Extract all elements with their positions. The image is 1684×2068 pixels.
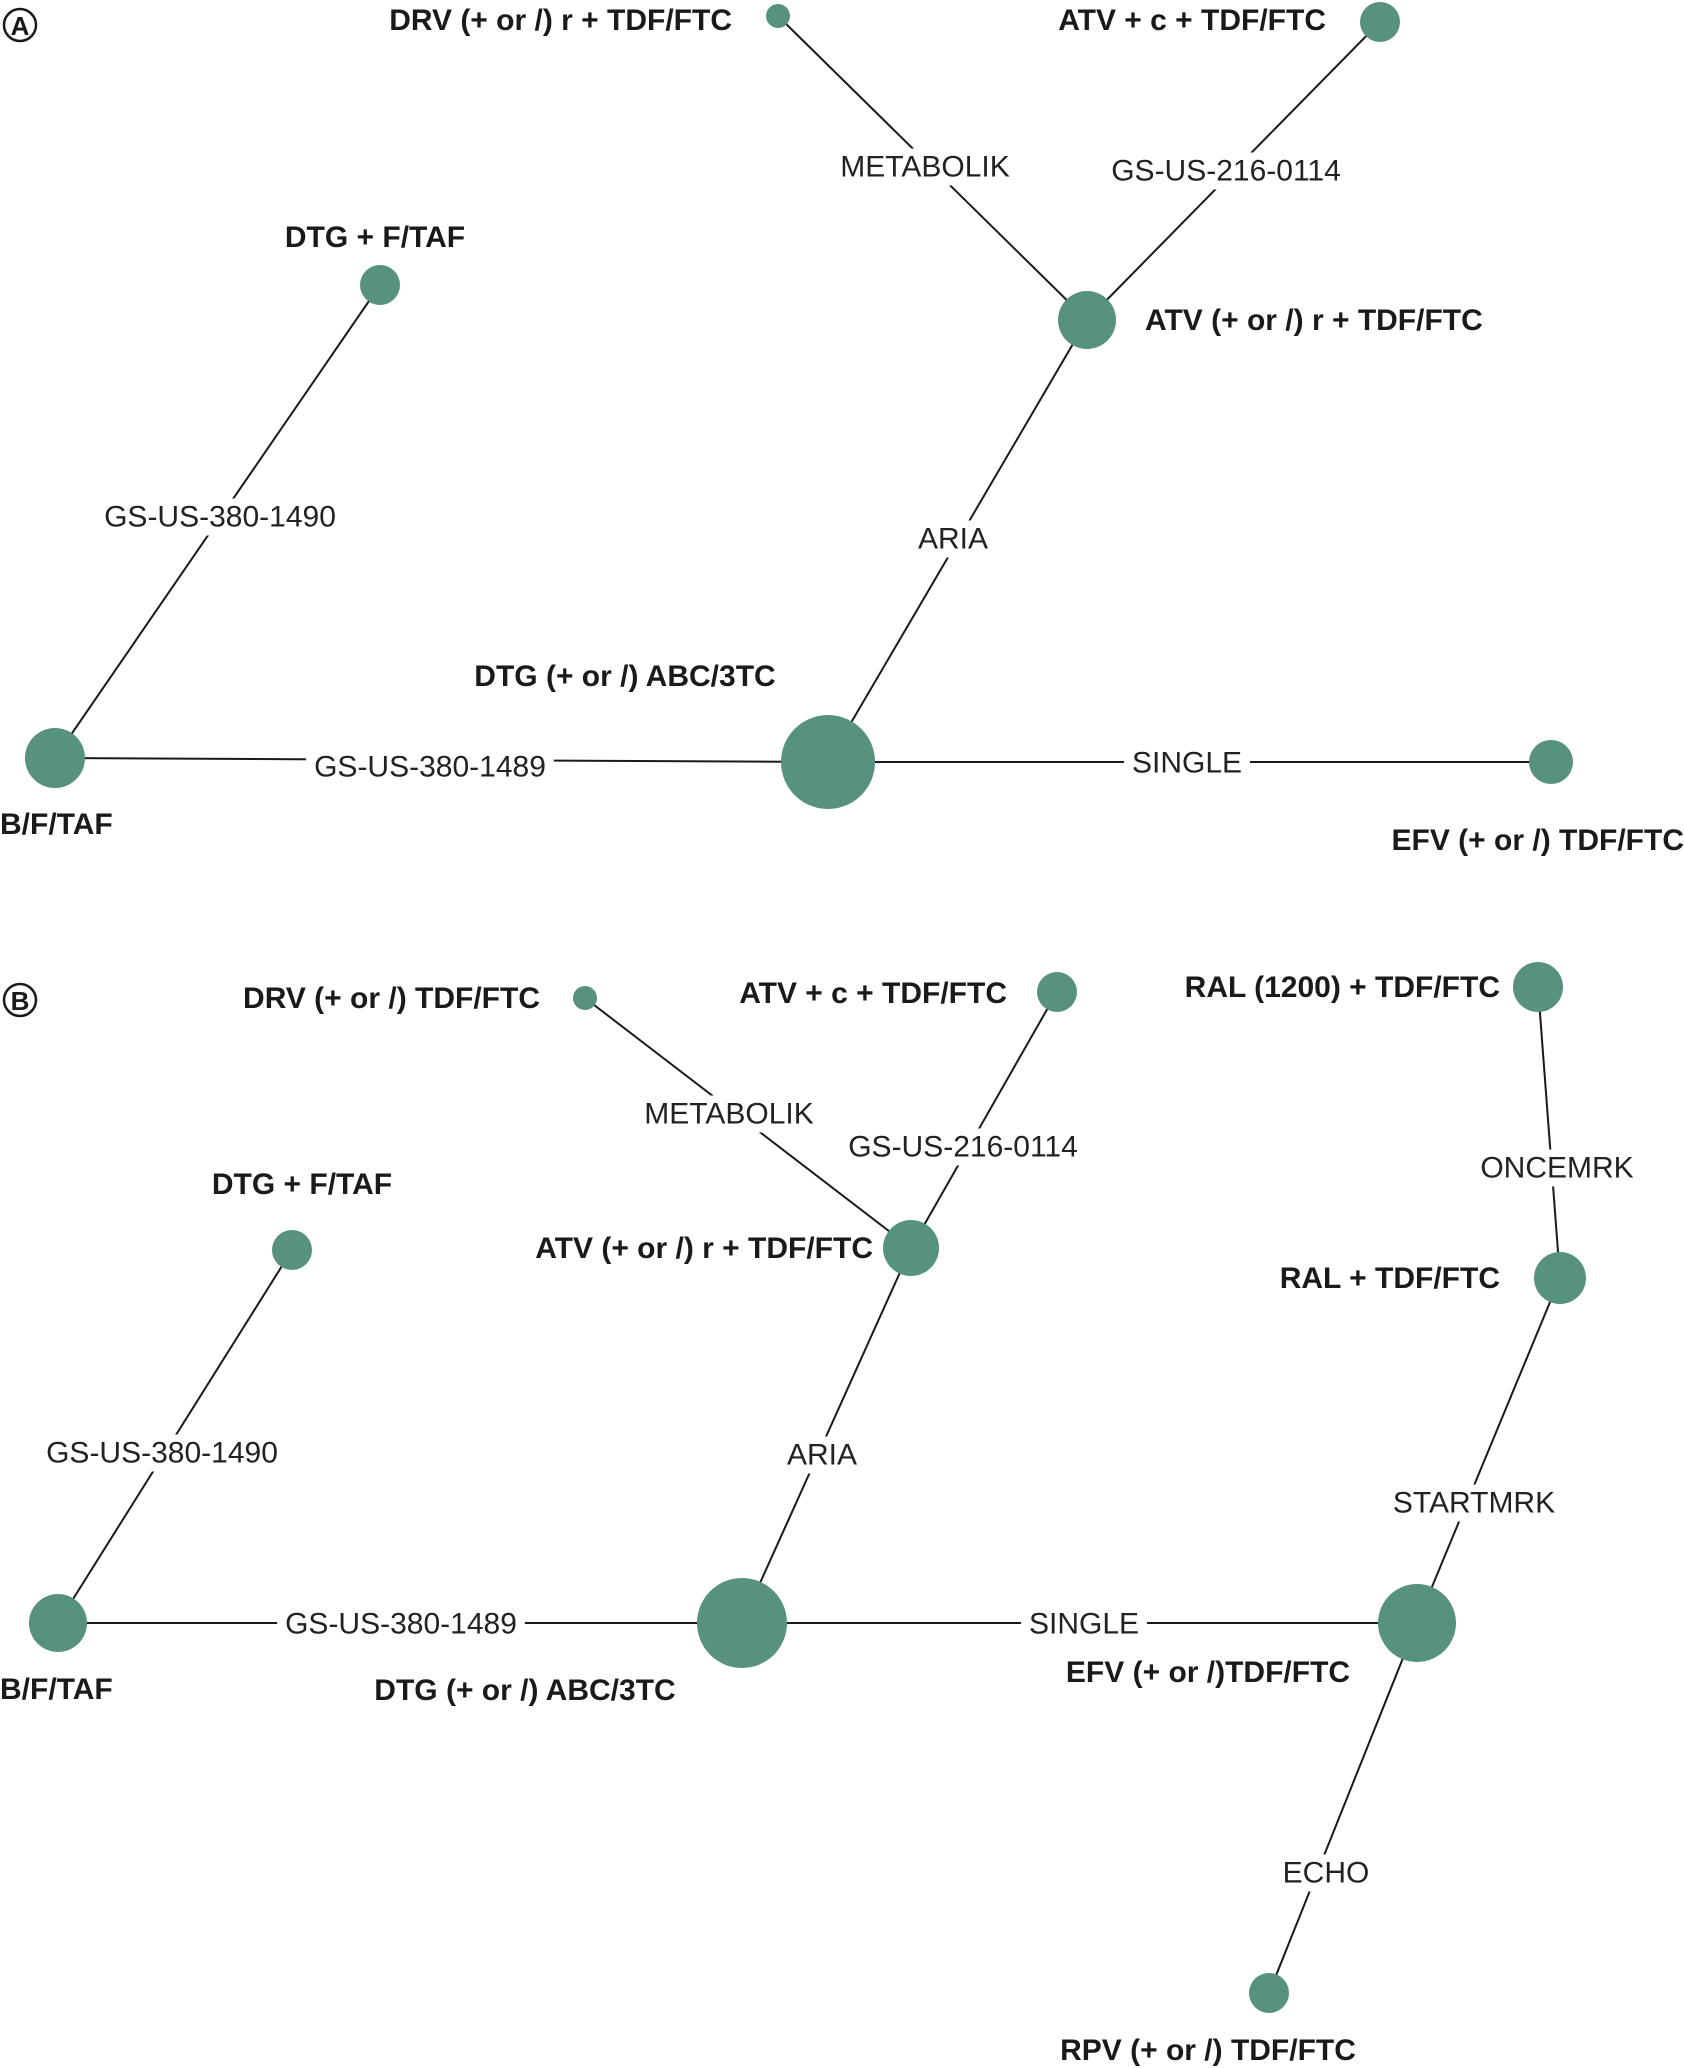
panel-b-node-atv_r bbox=[883, 1220, 939, 1276]
panel-b-edge-label-bg-7 bbox=[1020, 1605, 1148, 1643]
panel-a-node-label-dtg_abc: DTG (+ or /) ABC/3TC bbox=[474, 660, 775, 693]
panel-b-edge-label-5: STARTMRK bbox=[1393, 1487, 1555, 1520]
panel-b-edge-label-7: SINGLE bbox=[1029, 1608, 1139, 1641]
panel-b-node-label-drv: DRV (+ or /) TDF/FTC bbox=[243, 982, 540, 1015]
panel-a-edge-label-0: METABOLIK bbox=[840, 151, 1009, 184]
panel-b-edge-label-bg-5 bbox=[1384, 1484, 1564, 1522]
panel-a-node-efv bbox=[1529, 740, 1573, 784]
panel-a-edge-label-bg-1 bbox=[1103, 152, 1349, 190]
panel-b-node-label-rpv: RPV (+ or /) TDF/FTC bbox=[1060, 2034, 1356, 2067]
panel-a-node-label-atv_r: ATV (+ or /) r + TDF/FTC bbox=[1145, 304, 1483, 337]
panel-b-node-efv bbox=[1378, 1584, 1456, 1662]
panel-b-edge-label-6: GS-US-380-1489 bbox=[285, 1608, 517, 1641]
panel-b-edge-label-0: METABOLIK bbox=[644, 1098, 813, 1131]
panel-a-edge-label-2: GS-US-380-1490 bbox=[104, 501, 336, 534]
panel-b-edge-label-bg-6 bbox=[277, 1605, 525, 1643]
panel-a-node-drv_r bbox=[766, 4, 790, 28]
panel-a-node-label-efv: EFV (+ or /) TDF/FTC bbox=[1392, 824, 1684, 857]
panel-b-edge-label-bg-1 bbox=[840, 1128, 1086, 1166]
panel-b-node-dtg_ftaf bbox=[272, 1230, 312, 1270]
panel-b-node-label-efv: EFV (+ or /)TDF/FTC bbox=[1066, 1656, 1350, 1689]
panel-b-edge-label-2: ONCEMRK bbox=[1480, 1152, 1633, 1185]
panel-b-edge-efv-rpv bbox=[1268, 1622, 1418, 1994]
panel-a-node-atv_c bbox=[1360, 2, 1400, 42]
panel-a-edge-label-bg-3 bbox=[909, 520, 997, 558]
panel-b-letter: B bbox=[11, 986, 30, 1016]
panel-b-edge-label-8: ECHO bbox=[1283, 1857, 1370, 1890]
panel-a-edge-label-5: SINGLE bbox=[1132, 747, 1242, 780]
panel-b-node-label-dtg_ftaf: DTG + F/TAF bbox=[212, 1168, 392, 1201]
panel-b-letter-circle bbox=[2, 982, 38, 1018]
panel-b-node-label-ral1200: RAL (1200) + TDF/FTC bbox=[1185, 971, 1500, 1004]
panel-b-edge-label-1: GS-US-216-0114 bbox=[848, 1131, 1078, 1164]
panel-b-edge-label-3: GS-US-380-1490 bbox=[46, 1437, 278, 1470]
panel-a-edge-label-3: ARIA bbox=[918, 523, 988, 556]
node-labels-layer: DRV (+ or /) r + TDF/FTC ATV + c + TDF/FT… bbox=[0, 4, 1684, 2067]
panel-a-node-bftaf bbox=[25, 728, 85, 788]
panel-b-edge-label-bg-8 bbox=[1274, 1854, 1378, 1892]
panel-a-letter: A bbox=[11, 11, 30, 41]
panel-b-node-bftaf bbox=[29, 1594, 87, 1652]
panel-b-edge-label-bg-0 bbox=[636, 1095, 822, 1133]
panel-b-node-rpv bbox=[1249, 1973, 1289, 2013]
panel-b-node-ral bbox=[1534, 1252, 1586, 1304]
panel-b-node-ral1200 bbox=[1513, 962, 1563, 1012]
panel-a-edge-label-4: GS-US-380-1489 bbox=[314, 751, 546, 784]
panel-a-node-dtg_ftaf bbox=[360, 265, 400, 305]
panel-b-edge-atv_r-dtg_abc bbox=[741, 1247, 912, 1624]
panel-b-node-label-dtg_abc: DTG (+ or /) ABC/3TC bbox=[374, 1674, 675, 1707]
panel-b-node-dtg_abc bbox=[697, 1578, 787, 1668]
panel-letters-layer: AB bbox=[2, 7, 38, 1018]
panel-a-node-label-drv_r: DRV (+ or /) r + TDF/FTC bbox=[389, 4, 732, 37]
panel-a-edge-label-bg-5 bbox=[1123, 744, 1251, 782]
panel-a-node-label-bftaf: B/F/TAF bbox=[0, 808, 113, 841]
panel-b-node-label-bftaf: B/F/TAF bbox=[0, 1673, 113, 1706]
panel-a-edge-label-bg-4 bbox=[306, 748, 554, 786]
panel-b-node-atv_c bbox=[1037, 972, 1077, 1012]
panel-b-node-label-atv_r: ATV (+ or /) r + TDF/FTC bbox=[535, 1232, 873, 1265]
panel-a-edge-label-bg-0 bbox=[832, 148, 1018, 186]
panel-b-node-drv bbox=[573, 986, 597, 1010]
panel-a-edge-label-bg-2 bbox=[96, 498, 344, 536]
panel-b-node-label-ral: RAL + TDF/FTC bbox=[1280, 1262, 1500, 1295]
panel-b-edge-label-bg-3 bbox=[38, 1434, 286, 1472]
panel-b-edge-ral-efv bbox=[1416, 1277, 1561, 1624]
panel-b-edge-label-4: ARIA bbox=[787, 1439, 857, 1472]
panel-a-node-label-atv_c: ATV + c + TDF/FTC bbox=[1058, 4, 1326, 37]
panel-a-node-dtg_abc bbox=[781, 715, 875, 809]
panel-a-letter-circle bbox=[2, 7, 38, 43]
panel-b-edge-label-bg-4 bbox=[778, 1436, 866, 1474]
panel-a-node-atv_r bbox=[1058, 291, 1116, 349]
nodes-layer bbox=[25, 2, 1586, 2013]
panel-b-edge-atv_c-atv_r bbox=[910, 991, 1058, 1249]
panel-b-edge-label-bg-2 bbox=[1472, 1149, 1642, 1187]
panel-a-node-label-dtg_ftaf: DTG + F/TAF bbox=[285, 221, 465, 254]
panel-b-node-label-atv_c: ATV + c + TDF/FTC bbox=[739, 977, 1007, 1010]
panel-a-edge-label-1: GS-US-216-0114 bbox=[1111, 155, 1341, 188]
panel-b-edge-ral1200-ral bbox=[1537, 986, 1561, 1279]
